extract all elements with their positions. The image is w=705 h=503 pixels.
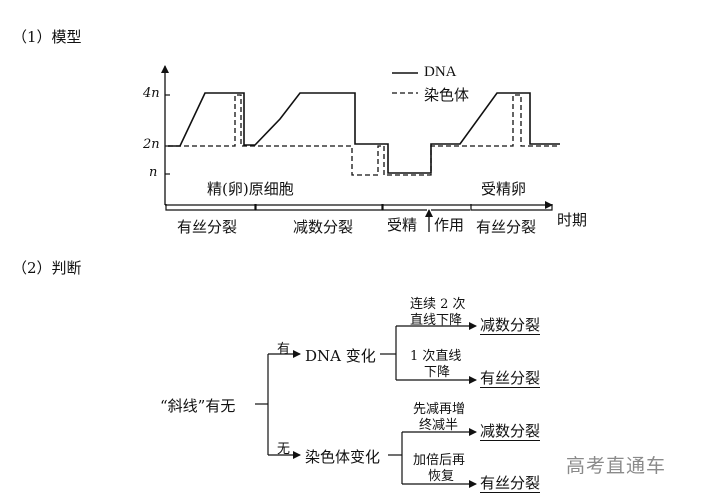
result-mitosis-1: 有丝分裂 xyxy=(480,369,541,388)
phase-mitosis-1: 有丝分裂 xyxy=(177,218,238,236)
y-tick-n: n xyxy=(149,165,158,180)
phase-action: 作用 xyxy=(434,216,465,234)
cond-dna-once-1: 1 次直线 xyxy=(410,349,462,364)
branch-yes: 有 xyxy=(277,342,291,357)
tree-root: “斜线”有无 xyxy=(160,397,236,415)
result-meiosis-2: 减数分裂 xyxy=(480,422,541,441)
legend-chromosome: 染色体 xyxy=(424,86,470,104)
phase-meiosis: 减数分裂 xyxy=(293,218,354,236)
cond-chrom-2b: 恢复 xyxy=(428,469,455,484)
label-germ-cell: 精(卵)原细胞 xyxy=(207,180,294,198)
node-dna-change: DNA 变化 xyxy=(305,347,376,365)
cond-chrom-1b: 终减半 xyxy=(419,418,459,433)
cond-dna-twice-2: 直线下降 xyxy=(410,313,463,328)
y-tick-4n: 4n xyxy=(143,86,160,101)
section-title-model: （1）模型 xyxy=(12,28,82,46)
label-zygote: 受精卵 xyxy=(481,180,527,198)
bracket-mitosis-1 xyxy=(165,204,256,211)
chromosome-line xyxy=(168,94,560,176)
phase-fertilization: 受精 xyxy=(387,216,418,234)
bracket-meiosis xyxy=(255,204,383,211)
result-mitosis-2: 有丝分裂 xyxy=(480,474,541,493)
cond-dna-twice-1: 连续 2 次 xyxy=(410,297,466,312)
cond-dna-once-2: 下降 xyxy=(424,365,451,380)
node-chromosome-change: 染色体变化 xyxy=(305,448,381,466)
dna-line xyxy=(168,92,560,174)
bracket-mitosis-2 xyxy=(470,204,553,211)
branch-no: 无 xyxy=(277,442,291,457)
cond-chrom-2a: 加倍后再 xyxy=(413,453,466,468)
phase-mitosis-2: 有丝分裂 xyxy=(476,218,537,236)
section-title-judge: （2）判断 xyxy=(12,259,82,277)
bracket-fertilization xyxy=(382,204,427,211)
cond-chrom-1a: 先减再增 xyxy=(413,402,466,417)
legend-dna: DNA xyxy=(424,64,457,80)
result-meiosis-1: 减数分裂 xyxy=(480,316,541,335)
y-tick-2n: 2n xyxy=(143,137,160,152)
x-axis-label: 时期 xyxy=(557,211,588,229)
watermark: 高考直通车 xyxy=(566,455,667,477)
